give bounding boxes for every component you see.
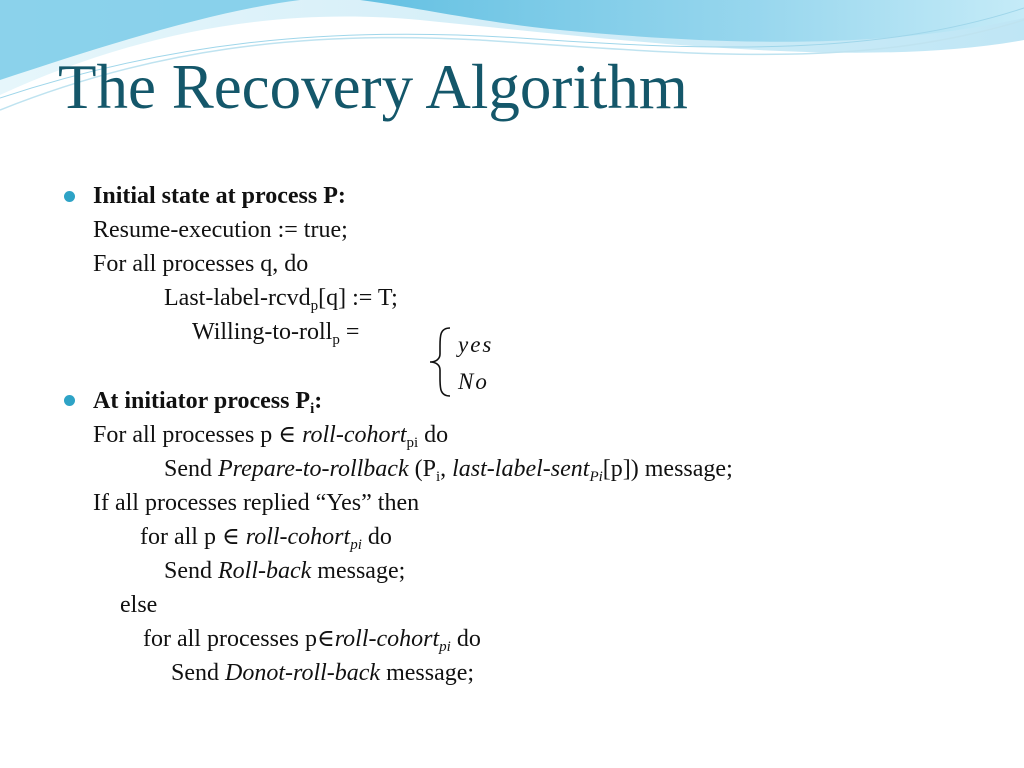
case-yes: yes [458,332,494,357]
text: do [361,524,392,550]
left-brace-icon [429,327,451,397]
section2-line-send-rollback: Send Roll-back message; [164,559,405,583]
text: for all p ∈ [140,524,246,550]
wave-header-decoration [0,0,1024,111]
section1-line-last-label: Last-label-rcvdp[q] := T; [164,285,398,314]
section1-line-forall: For all processes q, do [93,251,309,277]
text: Send [164,456,218,482]
section1-heading: Initial state at process P: [93,183,346,209]
subscript: i [435,469,441,485]
text: Willing-to-roll [192,319,333,345]
section2-line-send-donot: Send Donot-roll-back message; [171,661,474,685]
subscript: i [310,401,315,417]
text: [p]) message; [602,456,733,482]
italic-text: Donot-roll-back [225,660,381,686]
section2-line-forall-p: for all p ∈ roll-cohortpi do [140,524,392,553]
subscript: p [332,332,340,348]
text: = [339,319,360,345]
text: do [450,626,481,652]
subscript: pi [406,435,419,451]
italic-text: Prepare-to-rollback [218,456,409,482]
section2-line-else: else [120,592,158,618]
case-no: No [458,369,489,394]
text: Last-label-rcvd [164,285,311,311]
section1-line-resume: Resume-execution := true; [93,217,348,243]
text: message; [380,660,475,686]
italic-text: Roll-back [218,558,312,584]
italic-text: roll-cohort [245,524,351,550]
text: For all processes p ∈ [93,422,303,448]
italic-text: roll-cohort [302,422,407,448]
text: At initiator process P [93,388,311,414]
subscript: p [310,298,319,314]
text: : [314,388,323,414]
page-title: The Recovery Algorithm [58,52,688,122]
section2-heading: At initiator process Pi: [93,388,323,417]
section2-line-send-prepare: Send Prepare-to-rollback (Pi, last-label… [164,456,733,485]
italic-text: roll-cohort [334,626,440,652]
section1-line-willing: Willing-to-rollp = [192,319,360,348]
text: do [418,422,449,448]
section2-line-forall-processes-else: for all processes p∈roll-cohortpi do [143,626,481,655]
text: (P [408,456,436,482]
subscript: pi [350,537,362,553]
bullet-dot [64,191,75,202]
text: message; [311,558,406,584]
text: Send [171,660,225,686]
text: Send [164,558,218,584]
subscript: Pi [589,469,603,485]
text: [q] := T; [318,285,398,311]
text: , [440,456,453,482]
bullet-dot [64,395,75,406]
section2-line-if-replied: If all processes replied “Yes” then [93,490,420,516]
section2-line-forall-processes: For all processes p ∈ roll-cohortpi do [93,422,449,451]
italic-text: last-label-sent [452,456,590,482]
text: for all processes p∈ [143,626,335,652]
subscript: pi [439,639,451,655]
